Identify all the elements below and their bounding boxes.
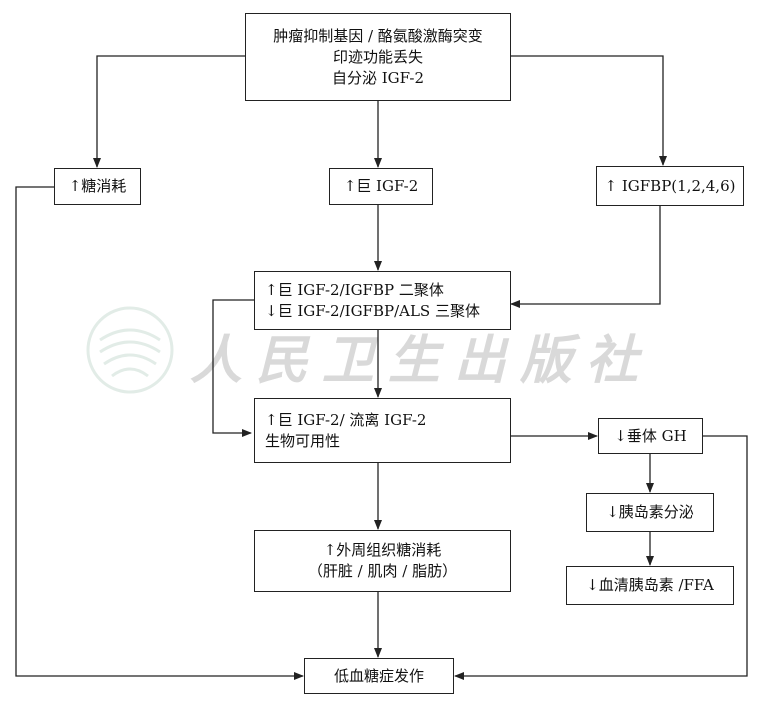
- node-bioavailability: ↑巨 IGF-2/ 流离 IGF-2 生物可用性: [254, 398, 511, 463]
- node-complexes-line-1: ↑巨 IGF-2/IGFBP 二聚体: [265, 280, 444, 299]
- node-gh-label: ↓垂体 GH: [614, 426, 687, 445]
- node-igfbp-label: ↑ IGFBP(1,2,4,6): [604, 176, 736, 195]
- node-igfbp: ↑ IGFBP(1,2,4,6): [596, 166, 744, 206]
- node-bioavailability-line-1: ↑巨 IGF-2/ 流离 IGF-2: [265, 410, 427, 429]
- node-glucose-use: ↑糖消耗: [54, 168, 141, 205]
- arrow-top-to-igfbp: [511, 55, 667, 166]
- node-top-line-3: 自分泌 IGF-2: [331, 68, 425, 87]
- node-big-igf2-label: ↑巨 IGF-2: [343, 177, 419, 195]
- node-insulin-label: ↓胰岛素分泌: [606, 503, 694, 521]
- node-complexes-line-2: ↓巨 IGF-2/IGFBP/ALS 三聚体: [265, 301, 480, 320]
- node-glucose-use-label: ↑糖消耗: [68, 177, 127, 195]
- node-big-igf2: ↑巨 IGF-2: [329, 168, 433, 205]
- arrow-complexes-loop: [212, 299, 254, 437]
- node-serum: ↓血清胰岛素 /FFA: [566, 566, 734, 605]
- arrow-top-to-glucose: [93, 55, 245, 168]
- node-hypoglycemia-label: 低血糖症发作: [333, 666, 424, 685]
- arrow-gh-to-hypo: [454, 435, 748, 680]
- node-peripheral-line-1: ↑外周组织糖消耗: [323, 541, 442, 559]
- node-hypoglycemia: 低血糖症发作: [304, 658, 454, 694]
- node-bioavailability-line-2: 生物可用性: [265, 431, 341, 450]
- node-peripheral: ↑外周组织糖消耗 （肝脏 / 肌肉 / 脂肪）: [254, 530, 511, 592]
- arrow-glucose-to-hypo: [15, 186, 304, 680]
- node-top: 肿瘤抑制基因 / 酪氨酸激酶突变 印迹功能丢失 自分泌 IGF-2: [245, 13, 511, 101]
- node-insulin: ↓胰岛素分泌: [586, 493, 714, 532]
- node-serum-label: ↓血清胰岛素 /FFA: [586, 576, 714, 594]
- arrow-igfbp-to-complexes: [510, 206, 661, 308]
- node-top-line-2: 印迹功能丢失: [332, 47, 423, 66]
- node-peripheral-line-2: （肝脏 / 肌肉 / 脂肪）: [307, 562, 458, 580]
- watermark-text: 人民卫生出版社: [190, 330, 653, 391]
- node-gh: ↓垂体 GH: [598, 418, 703, 454]
- node-top-line-1: 肿瘤抑制基因 / 酪氨酸激酶突变: [273, 26, 483, 45]
- node-complexes: ↑巨 IGF-2/IGFBP 二聚体 ↓巨 IGF-2/IGFBP/ALS 三聚…: [254, 271, 511, 330]
- watermark-logo: [86, 306, 174, 394]
